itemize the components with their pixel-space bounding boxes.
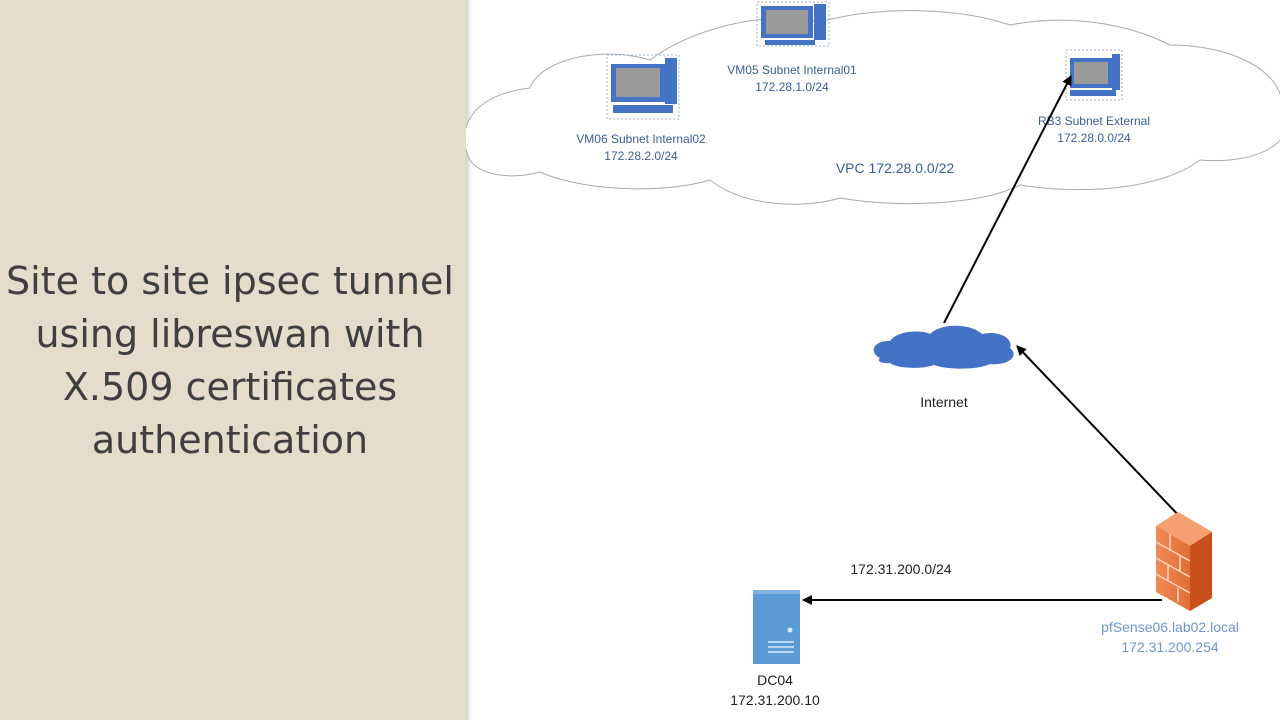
title-line-3: X.509 certificates [62,365,398,409]
dc04-name: DC04 [757,672,793,688]
pfsense-ip: 172.31.200.254 [1121,639,1219,655]
rb3-computer-icon [1065,49,1123,101]
vm06-name: VM06 Subnet Internal02 [576,132,706,146]
internet-label: Internet [920,394,968,410]
arrow-internet-to-rb3 [943,75,1072,324]
vm06-computer-icon [606,54,680,120]
slide-title: Site to site ipsec tunnel using libreswa… [0,255,460,467]
title-line-4: authentication [91,418,369,462]
arrow-pfsense-to-internet [1016,345,1185,522]
vpc-label: VPC 172.28.0.0/22 [836,160,955,176]
rb3-subnet: 172.28.0.0/24 [1057,131,1131,145]
vm06-subnet: 172.28.2.0/24 [604,149,678,163]
firewall-icon [1155,512,1212,611]
title-line-1: Site to site ipsec tunnel [6,259,454,303]
pfsense-name: pfSense06.lab02.local [1101,619,1239,635]
panel-divider [466,0,472,720]
internet-cloud-icon [873,325,1014,369]
rb3-name: RB3 Subnet External [1038,114,1150,128]
title-panel [0,0,466,720]
network-diagram: VM05 Subnet Internal01 172.28.1.0/24 VM0… [466,1,1280,708]
vm05-computer-icon [756,1,830,47]
dc04-ip: 172.31.200.10 [730,692,820,708]
vm05-name: VM05 Subnet Internal01 [727,63,857,77]
server-icon [753,590,800,664]
vm05-subnet: 172.28.1.0/24 [755,80,829,94]
title-line-2: using libreswan with [35,312,425,356]
link-subnet-label: 172.31.200.0/24 [850,561,951,577]
